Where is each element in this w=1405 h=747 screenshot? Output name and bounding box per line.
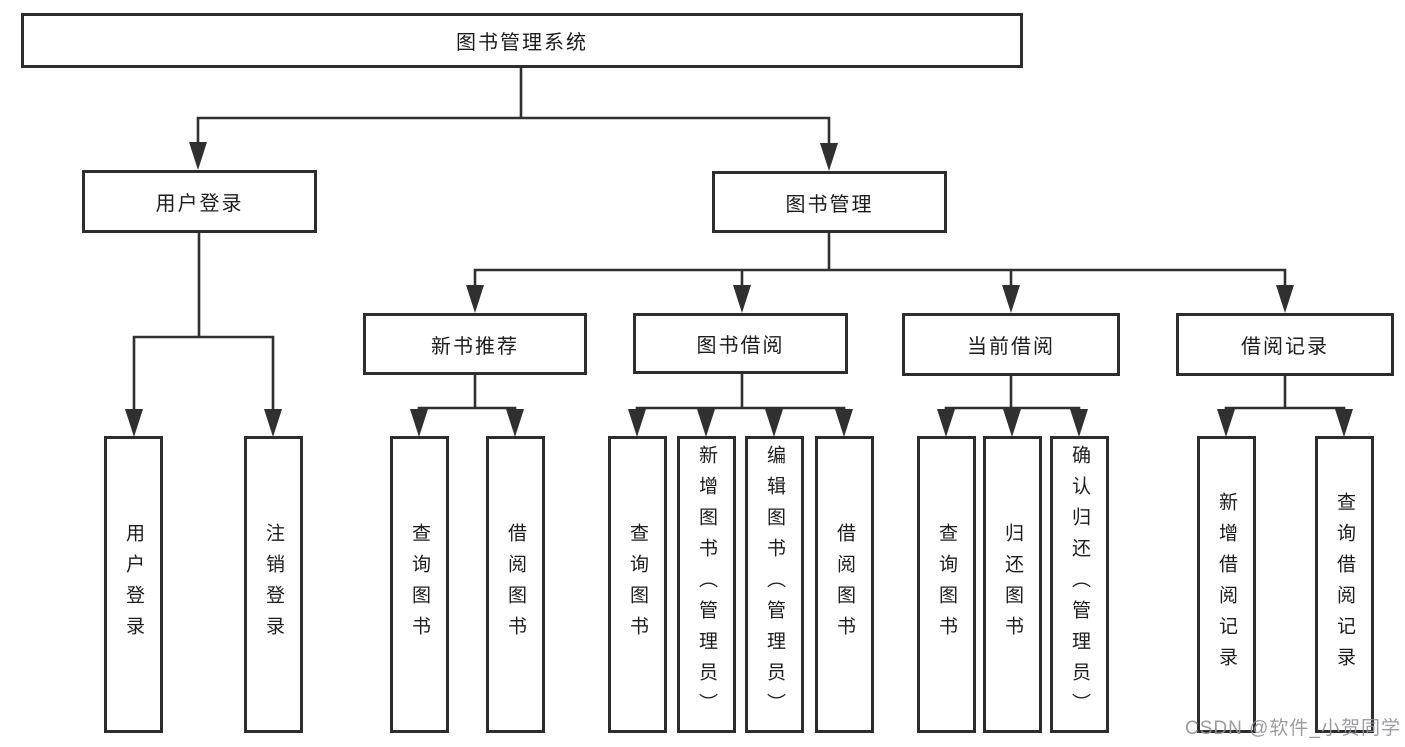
leaf-confirm-return-admin: 确认归还（管理员） [1050, 436, 1109, 733]
leaf-edit-book-admin: 编辑图书（管理员） [745, 436, 804, 733]
leaf-label: 归还图书 [1002, 522, 1023, 647]
leaf-label: 查询图书 [627, 522, 648, 647]
leaf-label: 编辑图书（管理员） [764, 445, 785, 724]
leaf-query-book-borrow: 查询图书 [608, 436, 667, 733]
node-book-management: 图书管理 [712, 171, 947, 233]
node-borrow-records: 借阅记录 [1176, 313, 1394, 376]
leaf-logout: 注销登录 [244, 436, 303, 733]
leaf-borrow-book-recommend: 借阅图书 [486, 436, 545, 733]
arrowhead-icons [125, 142, 1353, 437]
csdn-watermark: CSDN @软件_小贺同学 [1185, 718, 1401, 739]
node-user-login: 用户登录 [82, 170, 317, 233]
leaf-label: 新增借阅记录 [1216, 491, 1237, 678]
leaf-label: 新增图书（管理员） [696, 445, 717, 724]
node-root-system: 图书管理系统 [21, 13, 1023, 68]
leaf-label: 用户登录 [123, 522, 144, 647]
leaf-label: 确认归还（管理员） [1069, 445, 1090, 724]
node-current-borrow: 当前借阅 [902, 313, 1120, 376]
leaf-add-book-admin: 新增图书（管理员） [677, 436, 736, 733]
leaf-label: 注销登录 [263, 522, 284, 647]
leaf-label: 借阅图书 [505, 522, 526, 647]
leaf-label: 查询图书 [409, 522, 430, 647]
leaf-add-borrow-record: 新增借阅记录 [1197, 436, 1256, 733]
node-book-borrow: 图书借阅 [633, 313, 848, 374]
leaf-query-book-recommend: 查询图书 [390, 436, 449, 733]
leaf-query-book-current: 查询图书 [917, 436, 976, 733]
node-new-book-recommend: 新书推荐 [363, 313, 587, 375]
leaf-borrow-book: 借阅图书 [815, 436, 874, 733]
leaf-label: 查询图书 [936, 522, 957, 647]
leaf-label: 查询借阅记录 [1334, 491, 1355, 678]
leaf-user-login: 用户登录 [104, 436, 163, 733]
leaf-return-book: 归还图书 [983, 436, 1042, 733]
leaf-label: 借阅图书 [834, 522, 855, 647]
leaf-query-borrow-record: 查询借阅记录 [1315, 436, 1374, 733]
